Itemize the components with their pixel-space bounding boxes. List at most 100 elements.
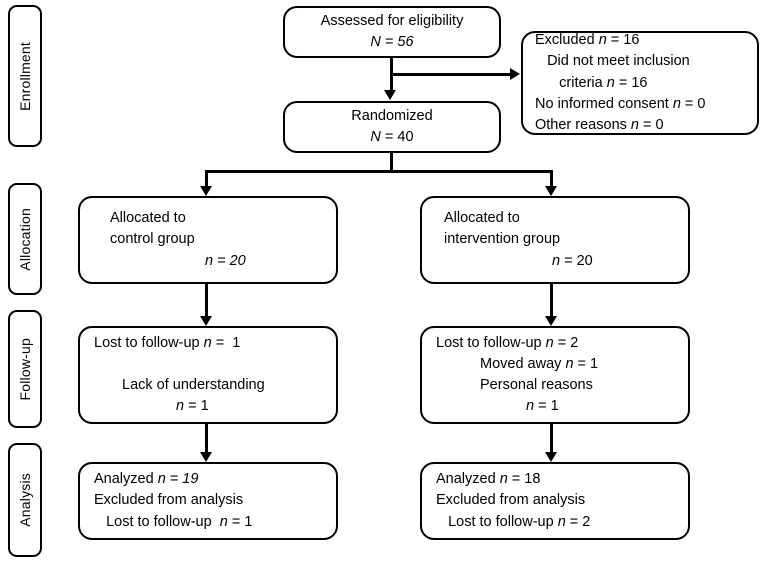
followup-intervention-line-3: Personal reasons: [480, 377, 593, 393]
node-assessed-for-eligibility: Assessed for eligibility N = 56: [283, 6, 501, 58]
excluded-line-1: Excluded n = 16: [523, 30, 639, 51]
assessed-n-value: = 56: [380, 34, 414, 50]
analysis-control-line-3-rest: = 1: [227, 513, 253, 530]
followup-control-line-3-rest: = 1: [184, 398, 209, 415]
arrowhead-alloc-intervention-to-followup: [544, 316, 557, 326]
arrowhead-assessed-to-excluded: [510, 68, 520, 80]
followup-control-line-1: Lost to follow-up n = 1: [80, 333, 240, 354]
assessed-line-2: N = 56: [370, 32, 413, 53]
excluded-line-4-rest: = 0: [680, 95, 706, 112]
connector-split-horizontal: [205, 170, 553, 173]
excluded-line-4-symbol: n: [672, 95, 681, 112]
followup-control-line-1-rest: = 1: [211, 334, 241, 351]
stage-label-followup: Follow-up: [8, 310, 42, 428]
followup-intervention-line-2-rest: = 1: [573, 355, 599, 372]
analysis-control-line-3-pre: Lost to follow-up: [94, 513, 220, 530]
connector-split-right-down: [550, 170, 553, 192]
followup-intervention-line-2: Moved away n = 1: [422, 354, 598, 375]
stage-label-allocation-text: Allocation: [17, 207, 33, 271]
analysis-control-line-3-symbol: n: [219, 513, 228, 530]
followup-intervention-line-2-pre: Moved away: [480, 355, 566, 372]
alloc-intervention-n-symbol: n: [552, 252, 561, 269]
followup-control-line-2: Lack of understanding: [122, 377, 265, 393]
node-excluded: Excluded n = 16 Did not meet inclusion c…: [521, 31, 759, 135]
assessed-n-symbol: N: [370, 34, 381, 50]
analysis-intervention-line-1: Analyzed n = 18: [422, 469, 540, 490]
excluded-line-5: Other reasons n = 0: [523, 115, 664, 136]
alloc-intervention-line-3: n = 20: [422, 251, 593, 272]
analysis-control-line-1-pre: Analyzed: [94, 471, 158, 488]
followup-intervention-line-1: Lost to follow-up n = 2: [422, 333, 578, 354]
randomized-n-symbol: N: [370, 129, 381, 145]
analysis-control-line-2: Excluded from analysis: [94, 492, 244, 509]
randomized-line-2: N = 40: [370, 127, 413, 148]
analysis-intervention-line-1-pre: Analyzed: [436, 471, 500, 488]
randomized-line-1: Randomized: [351, 107, 433, 124]
stage-label-enrollment: Enrollment: [8, 5, 42, 147]
stage-label-allocation: Allocation: [8, 183, 42, 295]
connector-assessed-to-excluded: [390, 73, 512, 76]
node-allocated-control: Allocated to control group n = 20: [78, 196, 338, 284]
arrowhead-followup-intervention-to-analysis: [544, 452, 557, 462]
followup-intervention-line-4: n = 1: [422, 396, 559, 417]
followup-intervention-line-1-symbol: n: [545, 334, 554, 351]
excluded-line-1-pre: Excluded: [535, 32, 599, 49]
node-analysis-intervention: Analyzed n = 18 Excluded from analysis L…: [420, 462, 690, 540]
analysis-intervention-line-1-rest: = 18: [507, 471, 541, 488]
followup-intervention-line-1-pre: Lost to follow-up: [436, 334, 546, 351]
assessed-line-1: Assessed for eligibility: [320, 12, 464, 29]
excluded-line-4: No informed consent n = 0: [523, 94, 706, 115]
followup-control-line-3: n = 1: [80, 396, 209, 417]
arrowhead-assessed-to-randomized: [383, 90, 396, 100]
stage-label-enrollment-text: Enrollment: [17, 41, 33, 111]
analysis-control-line-1-symbol: n = 19: [157, 471, 199, 488]
connector-randomized-stem: [390, 153, 393, 173]
excluded-line-3-rest: = 16: [614, 74, 648, 91]
followup-control-line-1-symbol: n: [203, 334, 212, 351]
followup-control-line-3-symbol: n: [176, 398, 185, 415]
alloc-intervention-line-2: intervention group: [444, 231, 561, 248]
followup-control-spacer: [80, 354, 96, 375]
alloc-control-n: n = 20: [205, 252, 246, 269]
arrowhead-split-right: [544, 186, 557, 196]
excluded-line-4-pre: No informed consent: [535, 95, 673, 112]
analysis-intervention-line-3-pre: Lost to follow-up: [436, 513, 558, 530]
randomized-n-value: = 40: [380, 129, 414, 145]
analysis-control-line-1: Analyzed n = 19: [80, 469, 198, 490]
excluded-line-5-pre: Other reasons: [535, 116, 631, 133]
followup-control-line-1-pre: Lost to follow-up: [94, 334, 204, 351]
followup-intervention-line-4-rest: = 1: [534, 398, 559, 415]
node-randomized: Randomized N = 40: [283, 101, 501, 153]
alloc-intervention-line-1: Allocated to: [444, 210, 520, 227]
connector-split-left-down: [205, 170, 208, 192]
analysis-intervention-line-2: Excluded from analysis: [436, 492, 586, 509]
excluded-line-3-symbol: n: [606, 74, 615, 91]
excluded-line-2: Did not meet inclusion: [535, 53, 690, 70]
node-followup-intervention: Lost to follow-up n = 2 Moved away n = 1…: [420, 326, 690, 424]
connector-assessed-to-randomized: [390, 58, 393, 94]
analysis-control-line-3: Lost to follow-up n = 1: [80, 512, 252, 533]
excluded-line-1-rest: = 16: [606, 32, 640, 49]
alloc-control-line-3: n = 20: [80, 251, 246, 272]
node-followup-control: Lost to follow-up n = 1 Lack of understa…: [78, 326, 338, 424]
analysis-intervention-line-1-symbol: n: [499, 471, 508, 488]
stage-label-analysis-text: Analysis: [17, 473, 33, 527]
alloc-control-line-2: control group: [110, 231, 195, 248]
analysis-intervention-line-3-rest: = 2: [565, 513, 591, 530]
stage-label-followup-text: Follow-up: [17, 337, 33, 401]
connector-followup-control-to-analysis: [205, 424, 208, 458]
followup-intervention-line-2-symbol: n: [565, 355, 574, 372]
alloc-control-line-1: Allocated to: [110, 210, 186, 227]
excluded-line-3: criteria n = 16: [523, 73, 647, 94]
arrowhead-split-left: [199, 186, 212, 196]
arrowhead-alloc-control-to-followup: [199, 316, 212, 326]
alloc-intervention-n-value: = 20: [560, 252, 593, 269]
stage-label-analysis: Analysis: [8, 443, 42, 557]
node-analysis-control: Analyzed n = 19 Excluded from analysis L…: [78, 462, 338, 540]
followup-intervention-line-1-rest: = 2: [553, 334, 579, 351]
connector-followup-intervention-to-analysis: [550, 424, 553, 458]
connector-alloc-intervention-to-followup: [550, 284, 553, 320]
arrowhead-followup-control-to-analysis: [199, 452, 212, 462]
excluded-line-5-rest: = 0: [639, 116, 664, 133]
